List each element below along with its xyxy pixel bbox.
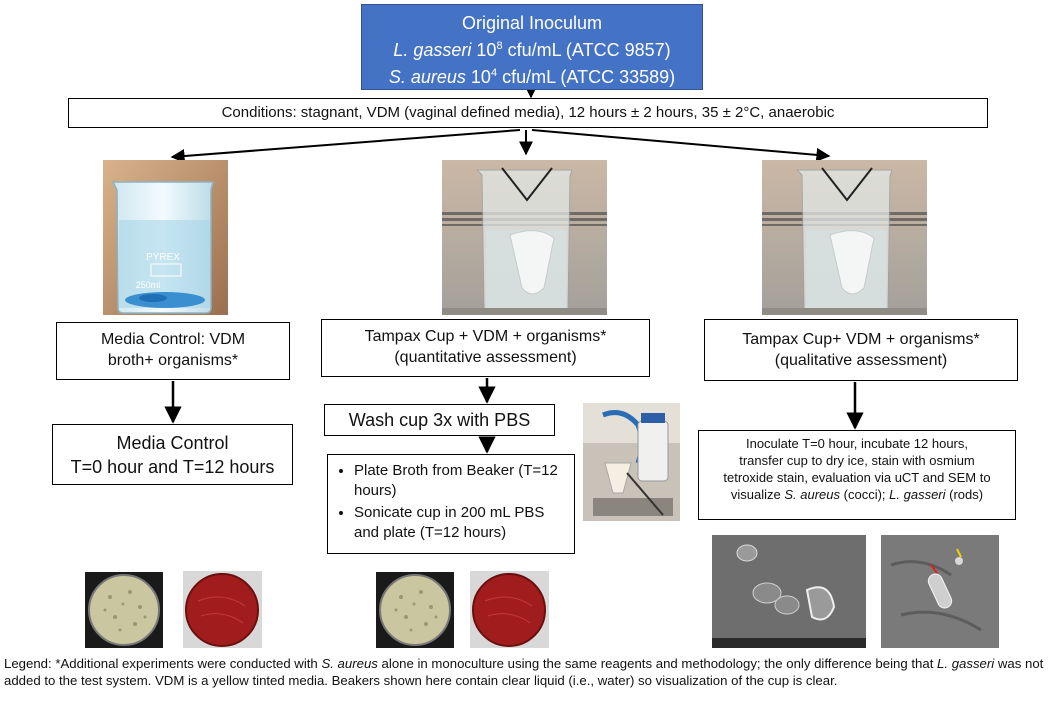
- quantitative-line1: Tampax Cup + VDM + organisms*: [364, 328, 607, 345]
- qualitative-line1: Tampax Cup+ VDM + organisms*: [742, 331, 980, 348]
- qualitative-steps-box: Inoculate T=0 hour, incubate 12 hours, t…: [698, 430, 1016, 520]
- media-control-box: Media Control: VDM broth+ organisms*: [56, 322, 290, 380]
- original-inoculum-box: Original Inoculum L. gasseri 108 cfu/mL …: [361, 4, 703, 90]
- qual-step-line3: tetroxide stain, evaluation via uCT and …: [723, 470, 991, 485]
- media-control-time-box: Media Control T=0 hour and T=12 hours: [52, 424, 293, 485]
- beaker-volume-label: 250ml: [136, 280, 161, 290]
- qual-step-line2: transfer cup to dry ice, stain with osmi…: [739, 453, 975, 468]
- agar-plate-left-1: [85, 572, 163, 648]
- arrow-to-right-beaker: [531, 129, 831, 162]
- quantitative-line2: (quantitative assessment): [394, 349, 577, 366]
- media-control-time-line2: T=0 hour and T=12 hours: [70, 457, 275, 477]
- media-control-time-line1: Media Control: [116, 433, 229, 453]
- arrow-to-media-beaker: [170, 129, 521, 164]
- inoculum-lgasseri: L. gasseri 108 cfu/mL (ATCC 9857): [393, 40, 671, 60]
- media-control-beaker-photo: PYREX 250ml: [103, 160, 228, 315]
- quantitative-beaker-photo: [442, 160, 607, 315]
- plate-steps-box: Plate Broth from Beaker (T=12 hours) Son…: [327, 454, 575, 554]
- pyrex-label: PYREX: [146, 252, 180, 263]
- legend-text: Legend: *Additional experiments were con…: [4, 656, 1044, 688]
- sem-image-rods: [881, 535, 999, 648]
- conditions-box: Conditions: stagnant, VDM (vaginal defin…: [68, 98, 988, 128]
- qual-step-line1: Inoculate T=0 hour, incubate 12 hours,: [745, 436, 968, 451]
- plate-step-2: Sonicate cup in 200 mL PBS and plate (T=…: [354, 503, 568, 543]
- inoculum-title: Original Inoculum: [461, 13, 603, 33]
- agar-plate-center-1: [376, 572, 454, 648]
- media-control-line1: Media Control: VDM: [100, 331, 246, 348]
- inoculum-saureus: S. aureus 104 cfu/mL (ATCC 33589): [388, 67, 676, 87]
- qualitative-beaker-photo: [762, 160, 927, 315]
- wash-cup-box: Wash cup 3x with PBS: [324, 404, 555, 436]
- qualitative-line2: (qualitative assessment): [774, 352, 948, 369]
- sem-image-cocci: [712, 535, 866, 648]
- qualitative-box: Tampax Cup+ VDM + organisms* (qualitativ…: [704, 319, 1018, 381]
- quantitative-box: Tampax Cup + VDM + organisms* (quantitat…: [321, 319, 650, 377]
- plate-step-1: Plate Broth from Beaker (T=12 hours): [354, 461, 568, 501]
- sonication-photo: [583, 403, 680, 521]
- blood-agar-plate-center: [470, 571, 549, 648]
- qual-step-line4: visualize S. aureus (cocci); L. gasseri …: [730, 487, 984, 502]
- media-control-line2: broth+ organisms*: [107, 352, 239, 369]
- blood-agar-plate-left: [183, 571, 262, 648]
